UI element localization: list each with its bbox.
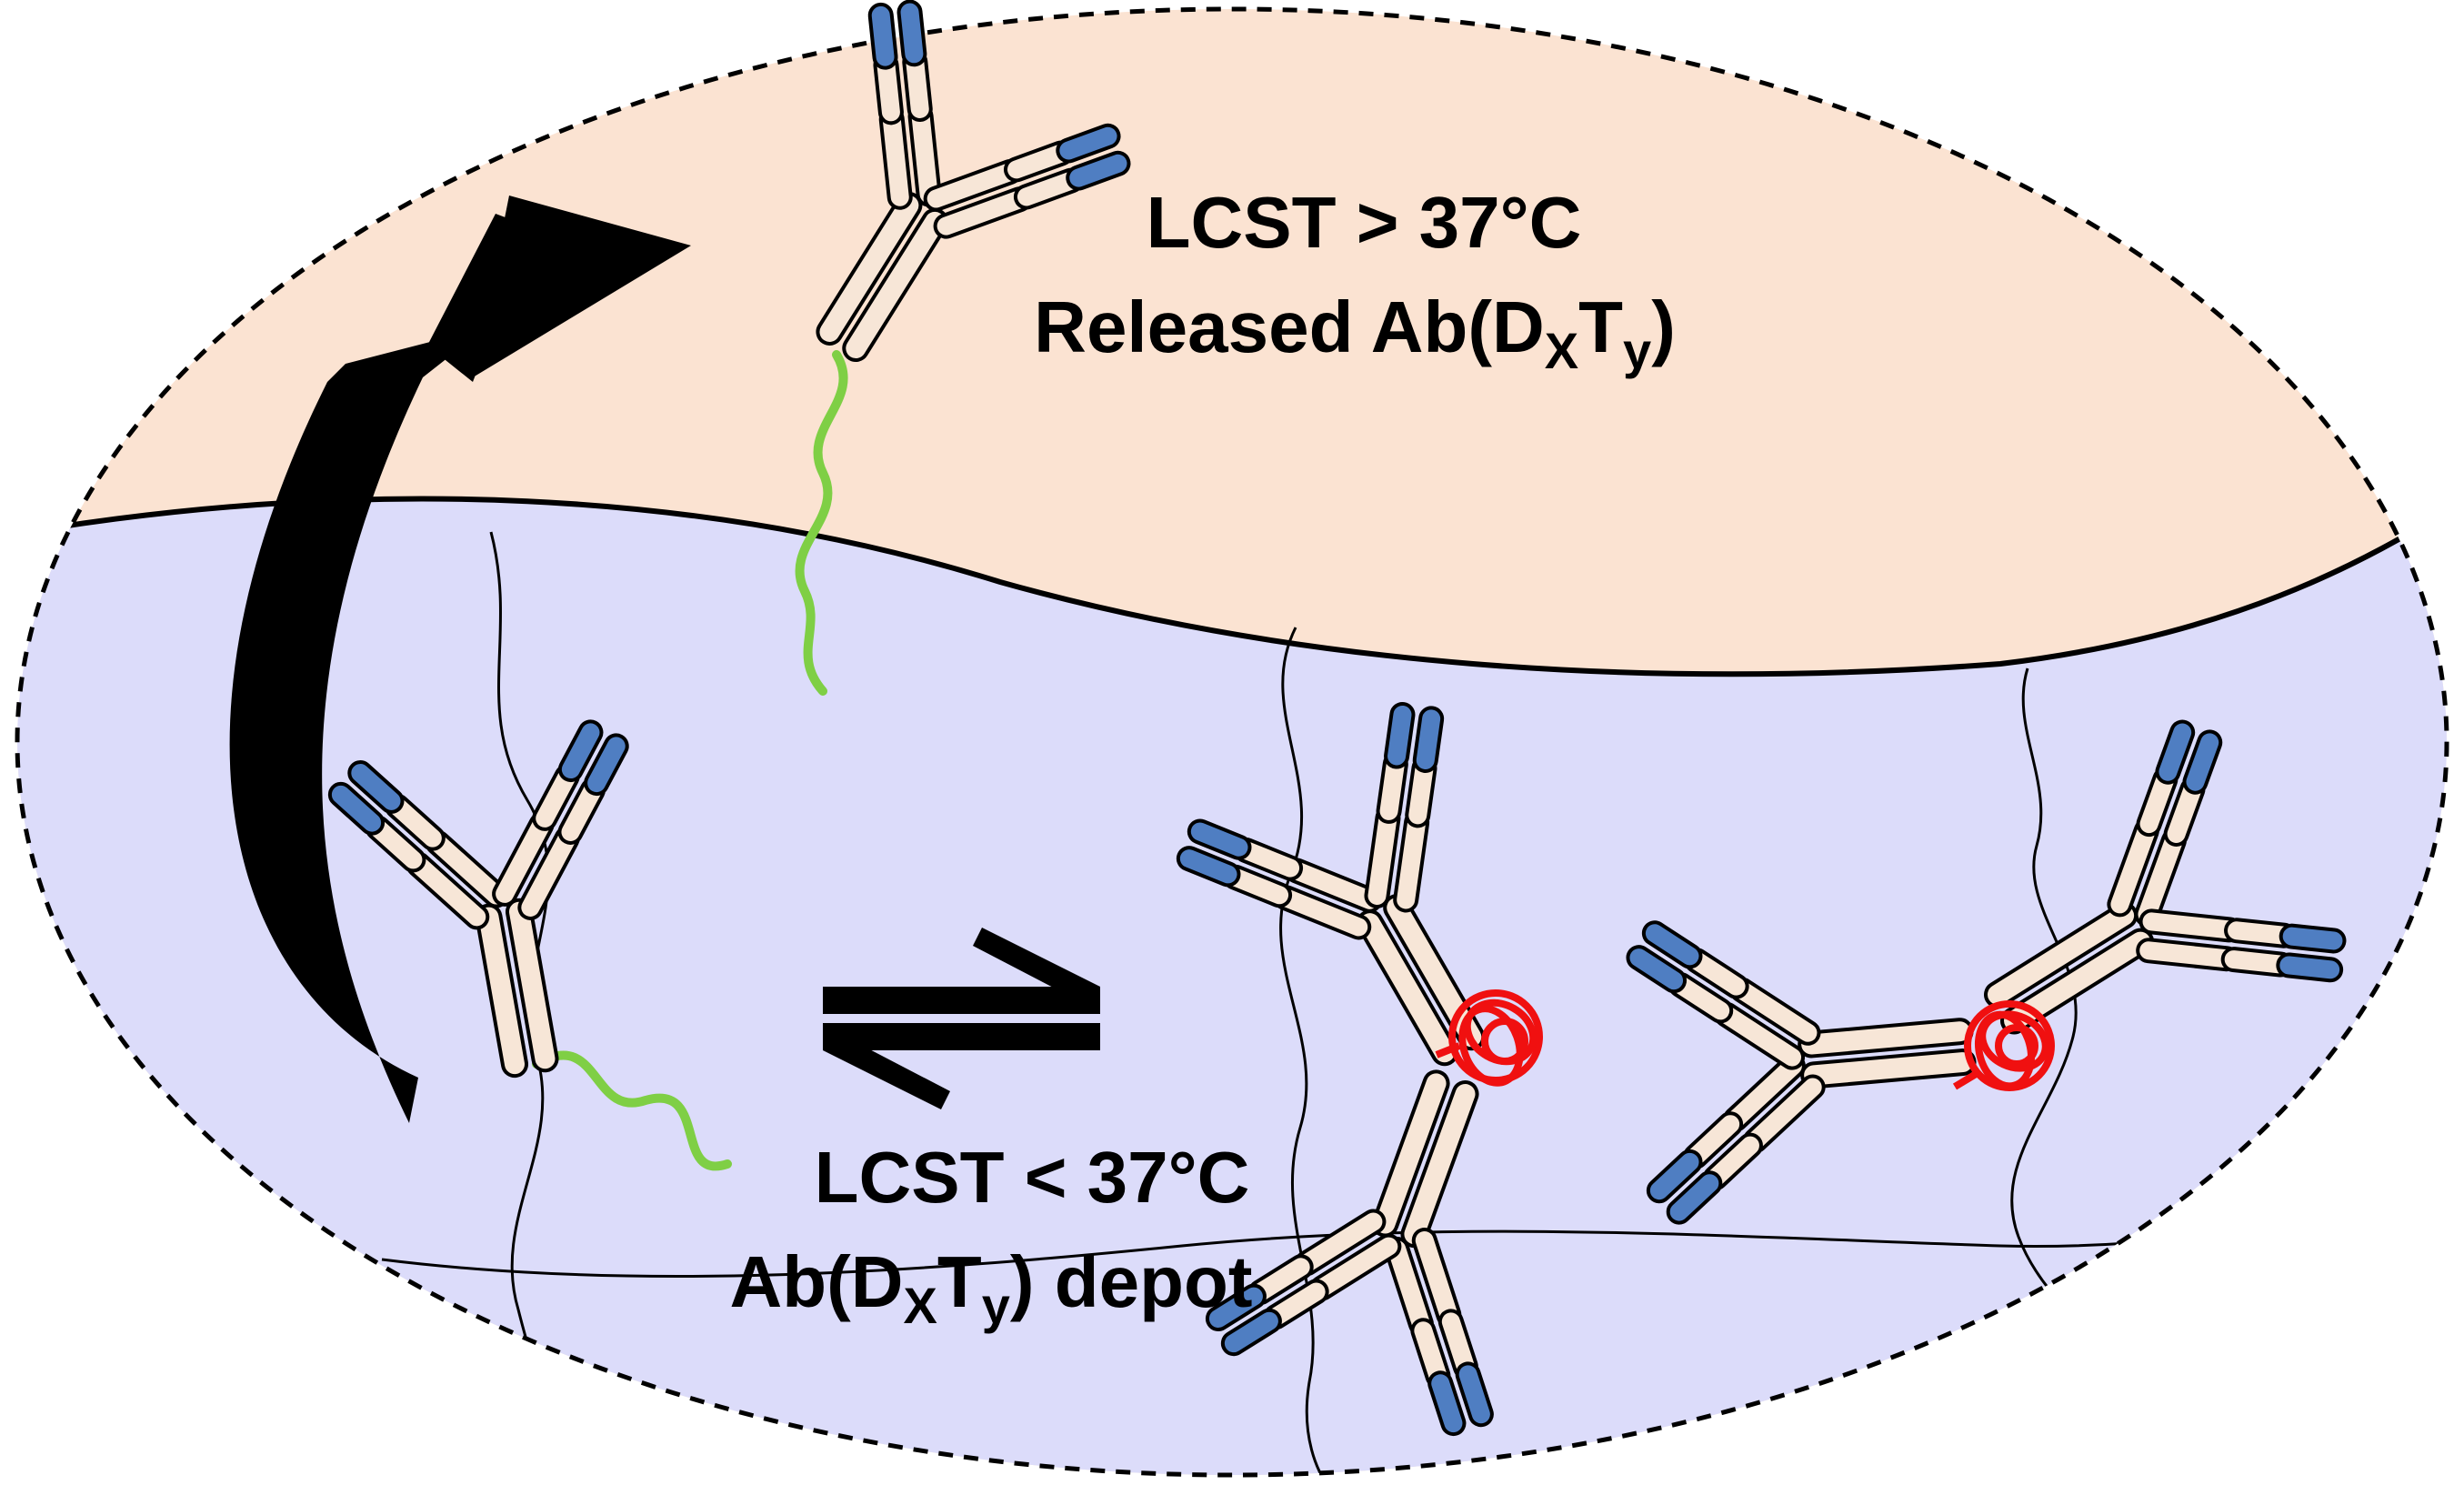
released-state-text: ) [1651,286,1676,367]
curved-arrow-up-right-icon [229,196,691,1123]
subscript-y: y [1623,322,1652,379]
depot-state-text: T [937,1241,982,1322]
subscript-x: X [1544,322,1579,379]
region-boundary [17,496,2447,677]
depot-state-text: Ab(D [729,1241,904,1322]
polymer-linker-extended [532,1050,732,1171]
upper-condition-label: LCST > 37°C [1146,182,1582,263]
released-state-label: Released Ab(DXTy) [1034,291,1676,376]
depot-antibody [320,711,732,1171]
equilibrium-harpoons-icon [823,928,1100,1109]
released-antibody [705,0,1148,696]
released-state-text: Released Ab(D [1034,286,1545,367]
subscript-x: X [903,1277,937,1334]
released-state-text: T [1578,286,1624,367]
aggregated-antibodies [1159,682,2367,1450]
oval-boundary [15,6,2449,1478]
depot-state-label: Ab(DXTy) depot [729,1246,1252,1331]
depot-state-text: ) depot [1009,1241,1253,1322]
polymer-collapsed [1435,989,2055,1091]
polymer-linker-extended [795,350,848,696]
subscript-y: y [981,1277,1010,1334]
lower-condition-label: LCST < 37°C [814,1137,1250,1218]
